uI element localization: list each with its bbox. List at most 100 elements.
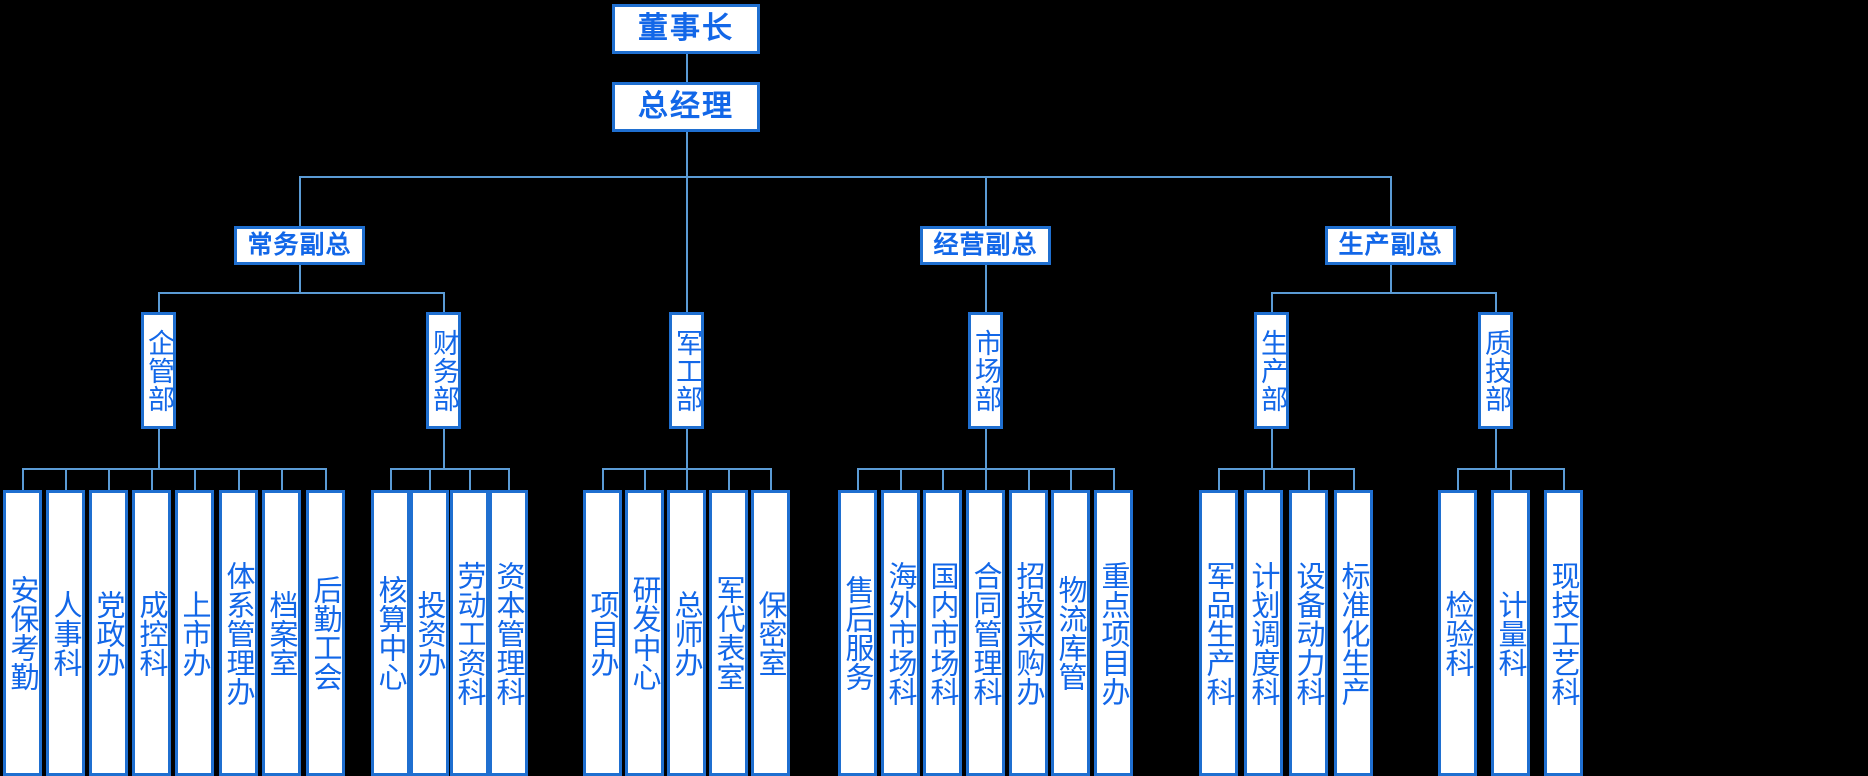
node-unit-hetongguanlike[interactable]: 合同管理科 bbox=[966, 490, 1005, 776]
node-label: 体系管理办 bbox=[222, 560, 256, 706]
connector-spine-to-vp-2 bbox=[985, 176, 987, 226]
node-label: 劳动工资科 bbox=[453, 560, 487, 706]
node-label: 核算中心 bbox=[374, 575, 408, 691]
node-unit-touziban[interactable]: 投资办 bbox=[410, 490, 449, 776]
node-label: 合同管理科 bbox=[969, 560, 1003, 706]
node-chairman[interactable]: 董事长 bbox=[612, 4, 760, 54]
connector-leaf-drop bbox=[728, 468, 730, 490]
connector-qiguanbu-bus bbox=[22, 468, 325, 470]
node-unit-anbaokaoqin[interactable]: 安保考勤 bbox=[3, 490, 42, 776]
connector-leaf-drop bbox=[65, 468, 67, 490]
connector-leaf-drop bbox=[1457, 468, 1459, 490]
connector-caiwubu-bus bbox=[390, 468, 508, 470]
node-dept-shichangbu[interactable]: 市场部 bbox=[968, 312, 1003, 429]
connector-leaf-drop bbox=[942, 468, 944, 490]
node-unit-jianyanke[interactable]: 检验科 bbox=[1438, 490, 1477, 776]
node-dept-caiwubu[interactable]: 财务部 bbox=[426, 312, 461, 429]
connector-leaf-drop bbox=[1263, 468, 1265, 490]
node-label: 招投采购办 bbox=[1012, 560, 1046, 706]
connector-leaf-drop bbox=[1510, 468, 1512, 490]
connector-leaf-drop bbox=[194, 468, 196, 490]
node-label: 质技部 bbox=[1480, 328, 1511, 413]
connector-chairman-gm bbox=[686, 54, 688, 84]
node-unit-zhaotoucaigouban[interactable]: 招投采购办 bbox=[1009, 490, 1048, 776]
node-dept-jungongbu[interactable]: 军工部 bbox=[669, 312, 704, 429]
connector-vp3-to-zhijibu bbox=[1495, 292, 1497, 312]
node-label: 军品生产科 bbox=[1202, 560, 1236, 706]
node-label: 常务副总 bbox=[247, 230, 352, 260]
node-label: 人事科 bbox=[49, 589, 83, 677]
node-unit-zongshiban[interactable]: 总师办 bbox=[667, 490, 706, 776]
node-label: 军工部 bbox=[671, 328, 702, 413]
node-label: 计划调度科 bbox=[1247, 560, 1281, 706]
connector-leaf-drop bbox=[644, 468, 646, 490]
connector-vp3-down bbox=[1390, 264, 1392, 292]
node-unit-shebeidonglike[interactable]: 设备动力科 bbox=[1289, 490, 1328, 776]
connector-leaf-drop bbox=[770, 468, 772, 490]
node-unit-baomishi[interactable]: 保密室 bbox=[751, 490, 790, 776]
connector-leaf-drop bbox=[151, 468, 153, 490]
node-unit-wuliukuguan[interactable]: 物流库管 bbox=[1051, 490, 1090, 776]
connector-zhijibu-down bbox=[1495, 428, 1497, 468]
connector-spine-to-jungongbu bbox=[686, 176, 688, 312]
node-label: 项目办 bbox=[586, 589, 620, 677]
node-label: 生产部 bbox=[1256, 328, 1287, 413]
node-unit-jiliangke[interactable]: 计量科 bbox=[1491, 490, 1530, 776]
node-unit-biaozhunhuashengchan[interactable]: 标准化生产 bbox=[1334, 490, 1373, 776]
node-vp-operations[interactable]: 经营副总 bbox=[920, 226, 1051, 265]
node-label: 计量科 bbox=[1494, 589, 1528, 677]
node-unit-xiangmuban[interactable]: 项目办 bbox=[583, 490, 622, 776]
node-dept-zhijibu[interactable]: 质技部 bbox=[1478, 312, 1513, 429]
connector-leaf-drop bbox=[108, 468, 110, 490]
node-label: 后勤工会 bbox=[309, 575, 343, 691]
node-unit-danganshi[interactable]: 档案室 bbox=[262, 490, 301, 776]
node-label: 总师办 bbox=[670, 589, 704, 677]
node-label: 重点项目办 bbox=[1097, 560, 1131, 706]
node-unit-zibenguanlike[interactable]: 资本管理科 bbox=[489, 490, 528, 776]
node-unit-renshike[interactable]: 人事科 bbox=[46, 490, 85, 776]
connector-caiwubu-down bbox=[443, 428, 445, 468]
node-unit-yanfazhongxin[interactable]: 研发中心 bbox=[625, 490, 664, 776]
connector-leaf-drop bbox=[469, 468, 471, 490]
node-dept-qiguanbu[interactable]: 企管部 bbox=[141, 312, 176, 429]
node-unit-zhongdianxiangmuban[interactable]: 重点项目办 bbox=[1094, 490, 1133, 776]
node-label: 财务部 bbox=[428, 328, 459, 413]
node-unit-hesuanzhongxin[interactable]: 核算中心 bbox=[371, 490, 410, 776]
node-label: 检验科 bbox=[1441, 589, 1475, 677]
connector-spine-vps bbox=[299, 176, 1391, 178]
node-unit-shouhoufuwu[interactable]: 售后服务 bbox=[838, 490, 877, 776]
connector-leaf-drop bbox=[1070, 468, 1072, 490]
connector-leaf-drop bbox=[900, 468, 902, 490]
node-unit-jundaibiaoshi[interactable]: 军代表室 bbox=[709, 490, 748, 776]
node-unit-jihuadiaodueke[interactable]: 计划调度科 bbox=[1244, 490, 1283, 776]
node-unit-haiwaishichangke[interactable]: 海外市场科 bbox=[881, 490, 920, 776]
connector-leaf-drop bbox=[1113, 468, 1115, 490]
connector-spine-to-vp-1 bbox=[299, 176, 301, 226]
connector-leaf-drop bbox=[1028, 468, 1030, 490]
node-vp-executive[interactable]: 常务副总 bbox=[234, 226, 365, 265]
node-label: 保密室 bbox=[754, 589, 788, 677]
node-unit-laodonggongzike[interactable]: 劳动工资科 bbox=[450, 490, 489, 776]
connector-vp1-bus bbox=[158, 292, 443, 294]
node-label: 物流库管 bbox=[1054, 575, 1088, 691]
connector-shengchanbu-bus bbox=[1218, 468, 1353, 470]
node-label: 党政办 bbox=[92, 589, 126, 677]
node-unit-shangshiban[interactable]: 上市办 bbox=[175, 490, 214, 776]
node-unit-chengkongke[interactable]: 成控科 bbox=[132, 490, 171, 776]
node-dept-shengchanbu[interactable]: 生产部 bbox=[1254, 312, 1289, 429]
node-unit-xianjigongyike[interactable]: 现技工艺科 bbox=[1544, 490, 1583, 776]
node-label: 上市办 bbox=[178, 589, 212, 677]
node-vp-production[interactable]: 生产副总 bbox=[1325, 226, 1456, 265]
node-label: 售后服务 bbox=[841, 575, 875, 691]
node-unit-junpinshengchanke[interactable]: 军品生产科 bbox=[1199, 490, 1238, 776]
connector-leaf-drop bbox=[686, 468, 688, 490]
node-label: 成控科 bbox=[135, 589, 169, 677]
node-unit-guoneishichangke[interactable]: 国内市场科 bbox=[923, 490, 962, 776]
connector-vp1-to-qiguanbu bbox=[158, 292, 160, 312]
node-unit-houqingonghui[interactable]: 后勤工会 bbox=[306, 490, 345, 776]
node-unit-dangzhengban[interactable]: 党政办 bbox=[89, 490, 128, 776]
node-label: 生产副总 bbox=[1338, 230, 1443, 260]
node-unit-tixiguanliban[interactable]: 体系管理办 bbox=[219, 490, 258, 776]
node-general-manager[interactable]: 总经理 bbox=[612, 82, 760, 132]
connector-vp1-to-caiwubu bbox=[443, 292, 445, 312]
